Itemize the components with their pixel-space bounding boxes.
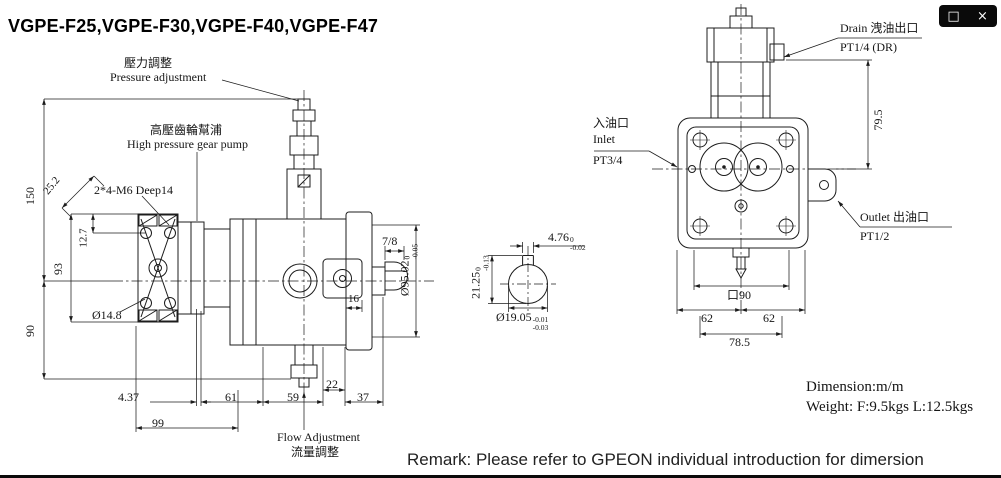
drain-leader xyxy=(783,37,839,58)
dim-value: 4.76 xyxy=(548,230,569,244)
dim-half-span-right: 62 xyxy=(763,311,775,325)
front-callout-leaders xyxy=(594,37,952,228)
drain-valve-tower xyxy=(706,7,785,119)
weight-note: Weight: F:9.5kgs L:12.5kgs xyxy=(806,399,974,415)
shaft-section-circle xyxy=(508,264,548,304)
side-dimensions xyxy=(42,98,420,432)
thread-note-label: 2*4-M6 Deep14 xyxy=(94,183,173,197)
front-dimensions xyxy=(676,59,872,338)
dim-len-a: 4.37 xyxy=(118,390,139,404)
detail-dimensions xyxy=(488,242,584,312)
dim-len-e: 22 xyxy=(326,377,338,391)
gear-bore-right xyxy=(733,142,783,192)
front-body xyxy=(677,117,837,280)
flow-adjustment-label-zh: 流量調整 xyxy=(291,445,340,459)
gear-pump-label-en: High pressure gear pump xyxy=(127,137,248,151)
shaft-key-detail xyxy=(488,242,584,312)
front-view xyxy=(594,4,952,338)
port-window xyxy=(322,258,363,299)
drain-label-zh: 洩油出口 xyxy=(870,21,919,35)
dim-base-width: 78.5 xyxy=(729,335,750,349)
dim-len-c: 59 xyxy=(287,390,299,404)
page-title: VGPE-F25,VGPE-F30,VGPE-F40,VGPE-F47 xyxy=(8,16,379,36)
flow-adjuster xyxy=(290,344,318,388)
dim-half-span-left: 62 xyxy=(701,311,713,325)
drain-label: Drain 洩油出口 xyxy=(840,21,919,36)
outlet-label: Outlet 出油口 xyxy=(860,210,930,225)
pressure-adjustment-label-en: Pressure adjustment xyxy=(110,70,207,84)
inlet-label-zh: 入油口 xyxy=(593,116,630,130)
inlet-leader xyxy=(648,150,678,168)
pressure-adjuster xyxy=(286,98,322,220)
dim-value: Ø19.05 xyxy=(496,310,532,324)
dim-len-d: 37 xyxy=(357,390,369,404)
drain-port-label: PT1/4 (DR) xyxy=(840,40,897,54)
dim-len-f: 16 xyxy=(348,293,359,305)
dim-len-b: 61 xyxy=(225,390,237,404)
dim-body-square: 口90 xyxy=(727,288,752,302)
dim-shaft-thread: 7/8 xyxy=(382,234,398,248)
pressure-adjustment-label-zh: 壓力調整 xyxy=(124,56,173,70)
inlet-label-en: Inlet xyxy=(593,132,615,146)
drain-label-en: Drain xyxy=(840,21,868,35)
remark-text: Remark: Please refer to GPEON individual… xyxy=(407,450,924,469)
dim-bolt-offset: 12.7 xyxy=(77,228,90,248)
pressure-leader xyxy=(221,79,300,102)
dim-len-total: 99 xyxy=(152,416,164,430)
dim-value: Ø95.02 xyxy=(397,260,412,297)
gear-pump-flange xyxy=(137,213,179,323)
dim-mount-hole: Ø14.8 xyxy=(92,308,122,322)
tolerance: -0.01-0.03 xyxy=(532,315,549,332)
dimension-unit-note: Dimension:m/m xyxy=(806,379,904,395)
outlet-label-zh: 出油口 xyxy=(893,210,930,224)
side-callout-leaders xyxy=(119,79,306,430)
bottom-border xyxy=(0,475,1001,478)
thread-leader xyxy=(141,195,170,226)
side-view xyxy=(42,79,434,432)
flow-adjustment-label-en: Flow Adjustment xyxy=(277,430,361,444)
outlet-leader xyxy=(837,200,861,228)
dim-lower-height: 90 xyxy=(23,325,38,337)
dim-flange-height: 93 xyxy=(51,263,66,275)
pump-body xyxy=(229,218,363,346)
restore-icon[interactable]: □ xyxy=(947,8,960,24)
dim-shaft-diameter: Ø19.05-0.01-0.03 xyxy=(496,310,549,332)
tolerance: 0-0.13 xyxy=(473,255,491,271)
port-circle xyxy=(282,263,318,299)
outlet-ear xyxy=(807,168,837,202)
window-controls: □ × xyxy=(939,5,997,27)
dim-value: 21.25 xyxy=(468,271,483,299)
drain-port-boss xyxy=(769,43,785,61)
gear-bore-left xyxy=(699,142,749,192)
tolerance: 0-0.05 xyxy=(402,243,420,260)
dim-overall-height: 150 xyxy=(23,187,38,205)
inlet-port-label: PT3/4 xyxy=(593,153,623,167)
close-icon[interactable]: × xyxy=(977,8,988,24)
tolerance: 0-0.02 xyxy=(570,235,586,252)
gear-pump-label-zh: 高壓齒輪幫浦 xyxy=(150,123,223,137)
dim-drain-height: 79.5 xyxy=(871,109,886,131)
hole-leader xyxy=(119,298,146,313)
gear-pump-body xyxy=(177,221,231,315)
outlet-port-label: PT1/2 xyxy=(860,229,890,243)
drive-shaft xyxy=(371,261,408,296)
outlet-label-en: Outlet xyxy=(860,210,890,224)
